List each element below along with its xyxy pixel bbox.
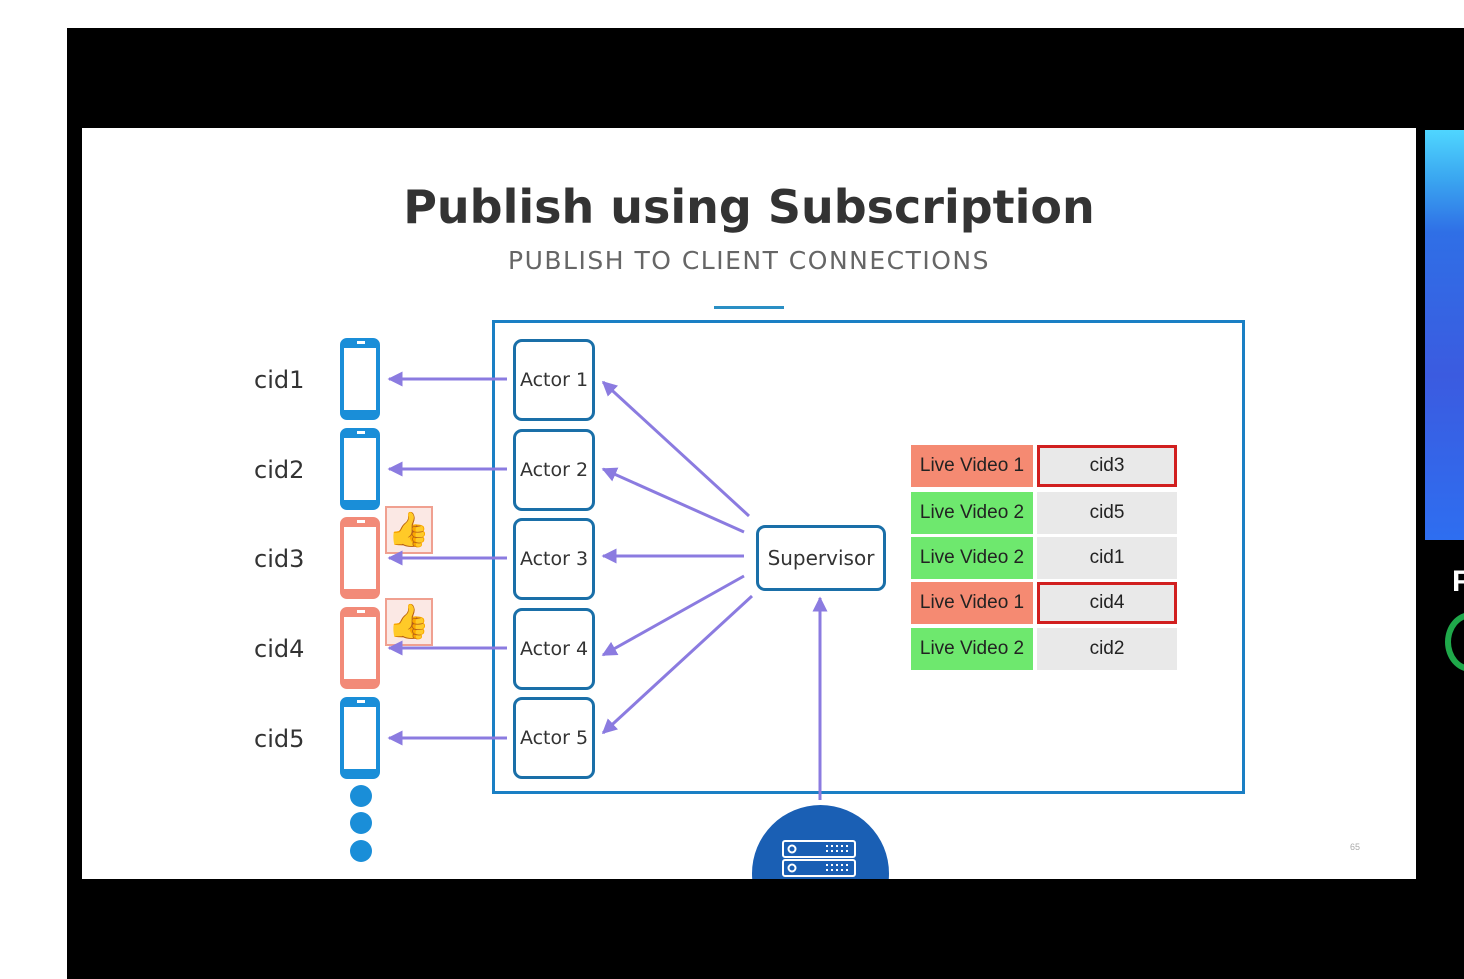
video-cell: Live Video 1 xyxy=(911,582,1033,624)
client-label-cid4: cid4 xyxy=(254,635,305,663)
smartphone-icon xyxy=(340,338,380,420)
smartphone-icon xyxy=(340,428,380,510)
connector-arrows xyxy=(387,371,828,800)
actor-5: Actor 5 xyxy=(513,697,595,779)
actor-4: Actor 4 xyxy=(513,608,595,690)
page-number: 65 xyxy=(1350,842,1361,852)
server-icon xyxy=(782,840,856,877)
actor-3: Actor 3 xyxy=(513,518,595,600)
arrow-supervisor-to-actor5 xyxy=(601,594,754,735)
smartphone-icon xyxy=(340,607,380,689)
connection-cell: cid4 xyxy=(1037,582,1177,624)
title-accent-bar xyxy=(714,306,784,309)
supervisor-node: Supervisor xyxy=(756,525,886,591)
subscription-row: Live Video 2 cid1 xyxy=(911,537,1177,579)
side-video-strip xyxy=(1425,130,1464,540)
ellipsis-dot xyxy=(350,785,372,807)
side-letter-glyph: F xyxy=(1452,565,1464,598)
smartphone-icon xyxy=(340,697,380,779)
video-cell: Live Video 2 xyxy=(911,628,1033,670)
slide-subtitle: PUBLISH TO CLIENT CONNECTIONS xyxy=(508,246,990,275)
client-label-cid2: cid2 xyxy=(254,456,305,484)
client-label-cid1: cid1 xyxy=(254,366,305,394)
subscription-row: Live Video 1 cid4 xyxy=(911,582,1177,624)
slide: Publish using Subscription PUBLISH TO CL… xyxy=(82,128,1416,879)
thumbs-up-icon: 👍 xyxy=(385,506,433,554)
actor-2: Actor 2 xyxy=(513,429,595,511)
client-label-cid5: cid5 xyxy=(254,725,305,753)
connection-cell: cid1 xyxy=(1037,537,1177,579)
actor-1: Actor 1 xyxy=(513,339,595,421)
arrow-supervisor-to-actor1 xyxy=(601,380,751,518)
subscription-row: Live Video 1 cid3 xyxy=(911,445,1177,487)
video-cell: Live Video 1 xyxy=(911,445,1033,487)
connection-cell: cid2 xyxy=(1037,628,1177,670)
ellipsis-dot xyxy=(350,840,372,862)
video-cell: Live Video 2 xyxy=(911,492,1033,534)
connection-cell: cid3 xyxy=(1037,445,1177,487)
connection-cell: cid5 xyxy=(1037,492,1177,534)
subscription-row: Live Video 2 cid5 xyxy=(911,492,1177,534)
video-cell: Live Video 2 xyxy=(911,537,1033,579)
arrow-supervisor-to-actor2 xyxy=(601,467,745,534)
ellipsis-dot xyxy=(350,812,372,834)
arrow-supervisor-to-actor4 xyxy=(601,574,745,657)
subscription-row: Live Video 2 cid2 xyxy=(911,628,1177,670)
client-label-cid3: cid3 xyxy=(254,545,305,573)
smartphone-icon xyxy=(340,517,380,599)
thumbs-up-icon: 👍 xyxy=(385,598,433,646)
slide-title: Publish using Subscription xyxy=(403,180,1095,234)
